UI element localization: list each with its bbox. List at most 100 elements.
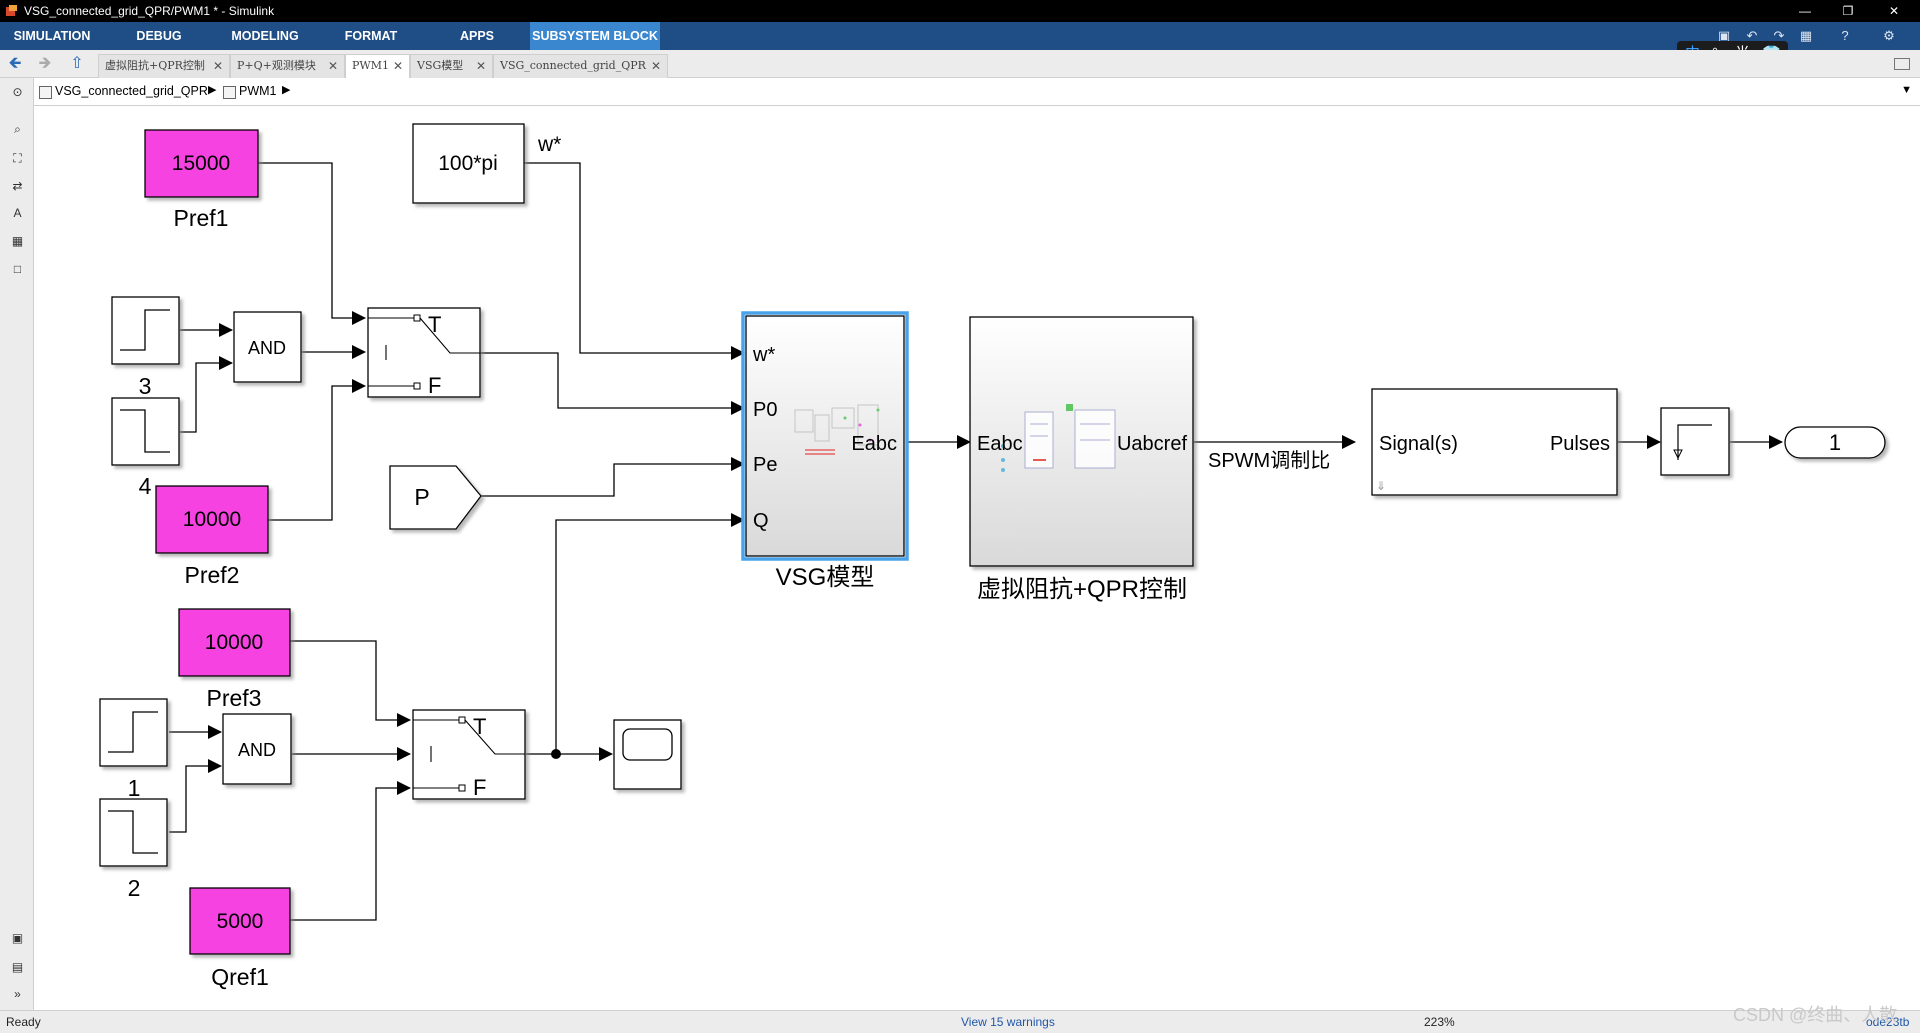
qpr-thumbnail-icon <box>1001 404 1116 472</box>
chevron-down-icon[interactable]: ▼ <box>1901 84 1912 96</box>
redo-icon[interactable]: ↷ <box>1773 28 1785 43</box>
switch-window-icon[interactable]: ▦ <box>1799 28 1813 43</box>
image-icon[interactable]: ▦ <box>11 234 24 248</box>
model-browser-icon[interactable]: ▤ <box>11 960 24 974</box>
help-icon[interactable]: ? <box>1841 28 1849 43</box>
vsg-port-q: Q <box>753 510 769 532</box>
pref3-value: 10000 <box>205 631 263 654</box>
close-tab-icon[interactable]: ✕ <box>392 59 403 73</box>
close-tab-icon[interactable]: ✕ <box>475 59 486 73</box>
pref1-block[interactable]: 15000 Pref1 <box>144 129 259 231</box>
window-title: VSG_connected_grid_QPR/PWM1 * - Simulink <box>24 4 275 18</box>
document-tabbar: 🡸 🡺 ⇧ 虚拟阻抗+QPR控制 ✕ P+Q+观测模块✕ PWM1✕ VSG模型 ✕… <box>0 50 1920 79</box>
tab-label: VSG模型 <box>417 59 464 72</box>
from-p-block[interactable]: P <box>389 465 482 530</box>
pref3-block[interactable]: 10000 Pref3 <box>178 608 291 711</box>
tab-pwm1[interactable]: PWM1✕ <box>345 54 410 79</box>
outport-label: 1 <box>1829 430 1841 455</box>
simulink-logo-icon <box>6 5 17 16</box>
hide-explorer-icon[interactable]: ⊙ <box>12 85 23 99</box>
back-arrow-icon[interactable]: 🡸 <box>8 55 22 72</box>
minimize-button[interactable]: — <box>1799 4 1811 18</box>
spwm-signal-label: SPWM调制比 <box>1208 449 1330 472</box>
tab-vsg-model[interactable]: VSG模型 ✕ <box>410 54 493 78</box>
zoom-icon[interactable]: ⌕ <box>14 122 21 136</box>
vsg-port-p0: P0 <box>753 399 777 421</box>
tab-debug[interactable]: DEBUG <box>136 29 182 43</box>
vsg-port-eabc: Eabc <box>851 433 897 455</box>
save-icon[interactable]: ▣ <box>1717 28 1731 43</box>
close-window-button[interactable]: ✕ <box>1888 4 1900 18</box>
settings-icon[interactable]: ⚙ <box>1883 28 1895 43</box>
tab-qpr-control[interactable]: 虚拟阻抗+QPR控制 ✕ <box>98 54 230 78</box>
breadcrumb-current[interactable]: PWM1 <box>239 84 277 98</box>
solver-name[interactable]: ode23tb <box>1866 1015 1910 1029</box>
tab-modeling[interactable]: MODELING <box>231 29 299 43</box>
tab-list-icon[interactable] <box>1894 58 1910 70</box>
step1-label: 1 <box>128 775 141 801</box>
step-block-3[interactable]: 3 <box>111 296 180 399</box>
undo-icon[interactable]: ↶ <box>1746 28 1758 43</box>
tab-observer[interactable]: P+Q+观测模块✕ <box>230 54 345 78</box>
expand-icon[interactable]: » <box>14 987 21 1001</box>
breadcrumb-separator-icon: ▶ <box>282 84 291 96</box>
arrow-right-icon[interactable]: ⇄ <box>12 179 23 193</box>
and2-label: AND <box>238 740 276 760</box>
zoom-level: 223% <box>1424 1015 1455 1029</box>
and-block-1[interactable]: AND <box>233 311 302 383</box>
pwm-port-pulses: Pulses <box>1550 433 1610 455</box>
up-arrow-icon[interactable]: ⇧ <box>70 55 84 72</box>
step2-label: 2 <box>128 875 141 901</box>
tab-label: 虚拟阻抗+QPR控制 <box>105 59 205 72</box>
qpr-label: 虚拟阻抗+QPR控制 <box>977 576 1187 603</box>
annotation-icon[interactable]: A <box>13 206 22 220</box>
camera-icon[interactable]: ▣ <box>11 931 24 945</box>
step-block-2[interactable]: 2 <box>99 798 168 901</box>
warnings-link[interactable]: View 15 warnings <box>961 1015 1055 1029</box>
scope-block[interactable] <box>613 719 682 790</box>
qref1-block[interactable]: 5000 Qref1 <box>189 887 291 990</box>
data-type-conversion-block[interactable] <box>1660 407 1730 476</box>
and-block-2[interactable]: AND <box>222 713 292 785</box>
w-constant-value: 100*pi <box>438 152 498 175</box>
tab-format[interactable]: FORMAT <box>344 29 398 43</box>
tab-subsystem-block[interactable]: SUBSYSTEM BLOCK <box>530 22 660 50</box>
branch-point <box>551 749 561 759</box>
model-canvas[interactable]: 15000 Pref1 100*pi w* 3 4 AND T F 1 <box>35 107 1916 1010</box>
restore-button[interactable]: ❐ <box>1842 4 1854 18</box>
signal-lines <box>169 162 1783 921</box>
vsg-subsystem-block[interactable]: w* P0 Pe Q Eabc VSG模型 <box>741 311 909 591</box>
breadcrumb-root[interactable]: VSG_connected_grid_QPR <box>55 84 208 98</box>
step-block-1[interactable]: 1 <box>99 698 168 801</box>
library-link-icon: ⇓ <box>1376 479 1386 493</box>
fit-view-icon[interactable]: ⛶ <box>13 151 22 165</box>
step3-label: 3 <box>139 373 152 399</box>
outport-1-block[interactable]: 1 <box>1784 426 1886 459</box>
tab-simulation[interactable]: SIMULATION <box>13 29 91 43</box>
step-block-4[interactable]: 4 <box>111 397 180 499</box>
watermark: CSDN @终曲、人散 <box>1733 1005 1898 1025</box>
from-p-label: P <box>414 484 429 510</box>
w-constant-block[interactable]: 100*pi w* <box>412 123 561 204</box>
pref2-block[interactable]: 10000 Pref2 <box>155 485 269 588</box>
model-icon <box>39 86 52 99</box>
pref1-label: Pref1 <box>174 205 229 231</box>
qpr-subsystem-block[interactable]: Eabc Uabcref 虚拟阻抗+QPR控制 <box>969 316 1194 603</box>
tab-apps[interactable]: APPS <box>459 29 495 43</box>
close-tab-icon[interactable]: ✕ <box>327 59 338 73</box>
qpr-port-uabcref: Uabcref <box>1117 433 1187 455</box>
status-bar: Ready View 15 warnings 223% ode23tb <box>0 1010 1920 1033</box>
forward-arrow-icon[interactable]: 🡺 <box>38 55 52 72</box>
pref2-value: 10000 <box>183 508 241 531</box>
vsg-port-w: w* <box>752 344 775 366</box>
pwm-generator-block[interactable]: Signal(s) Pulses ⇓ <box>1371 388 1618 496</box>
vsg-label: VSG模型 <box>776 564 875 591</box>
close-tab-icon[interactable]: ✕ <box>212 59 223 73</box>
tab-vsg-connected-grid[interactable]: VSG_connected_grid_QPR ✕ <box>493 54 668 78</box>
close-tab-icon[interactable]: ✕ <box>650 59 661 73</box>
pref2-label: Pref2 <box>185 562 240 588</box>
switch-block-1[interactable]: T F <box>367 307 481 398</box>
tab-label: VSG_connected_grid_QPR <box>500 59 646 72</box>
switch-block-2[interactable]: T F <box>412 709 526 800</box>
area-icon[interactable]: □ <box>13 262 22 276</box>
